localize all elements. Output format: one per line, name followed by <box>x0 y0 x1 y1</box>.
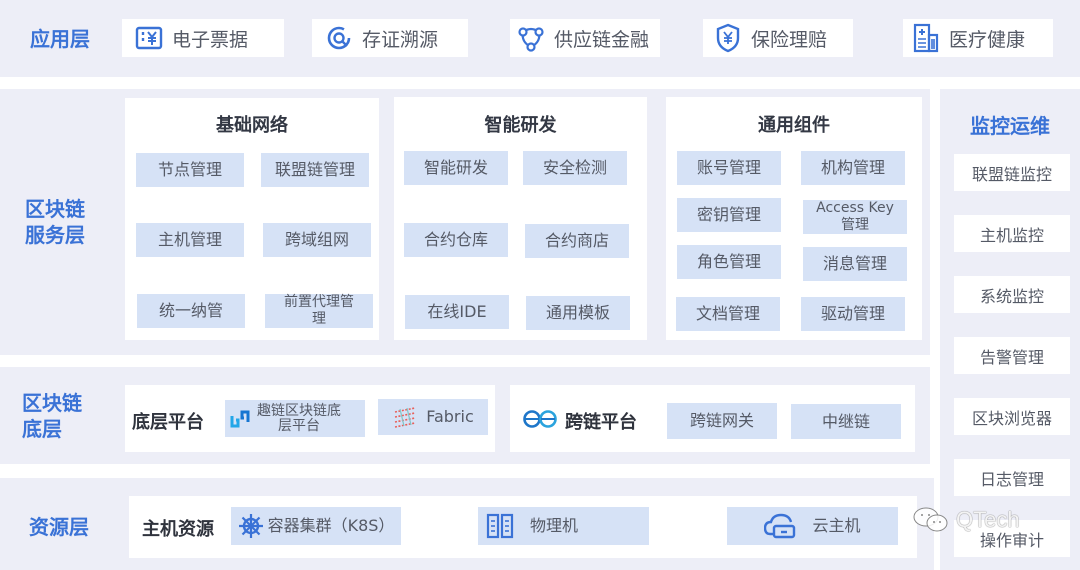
receipt-yen-icon <box>134 23 164 53</box>
tile-front-proxy-management[interactable]: 前置代理管理 <box>265 294 373 328</box>
hospital-building-icon <box>911 23 941 53</box>
resource-physical-machine[interactable]: 物理机 <box>478 507 649 545</box>
resource-layer-label: 资源层 <box>29 515 89 539</box>
tile-node-management[interactable]: 节点管理 <box>136 153 244 187</box>
tile-unified-management[interactable]: 统一纳管 <box>137 294 245 328</box>
group-title: 智能研发 <box>484 115 557 136</box>
app-card-supply-chain-finance[interactable]: 供应链金融 <box>510 19 660 57</box>
tile-relay-chain[interactable]: 中继链 <box>791 404 901 439</box>
tile-account-management[interactable]: 账号管理 <box>677 151 781 185</box>
resource-cloud-host[interactable]: 云主机 <box>727 507 898 545</box>
service-layer-label: 区块链 服务层 <box>25 197 85 247</box>
app-card-label: 供应链金融 <box>554 28 650 51</box>
tile-consortium-chain-management[interactable]: 联盟链管理 <box>261 153 369 187</box>
wechat-icon <box>912 505 950 535</box>
block-explorer[interactable]: 区块浏览器 <box>954 398 1070 435</box>
monitor-consortium-chain[interactable]: 联盟链监控 <box>954 154 1070 191</box>
app-card-evidence-trace[interactable]: 存证溯源 <box>312 19 468 57</box>
tile-organization-management[interactable]: 机构管理 <box>801 151 905 185</box>
app-card-label: 医疗健康 <box>949 28 1026 51</box>
tile-security-check[interactable]: 安全检测 <box>523 151 627 185</box>
tile-online-ide[interactable]: 在线IDE <box>405 295 509 329</box>
fabric-logo-icon <box>392 406 418 428</box>
tile-access-key-management[interactable]: Access Key 管理 <box>803 200 907 234</box>
network-nodes-icon <box>516 23 546 53</box>
tile-contract-repository[interactable]: 合约仓库 <box>404 223 508 257</box>
tile-document-management[interactable]: 文档管理 <box>676 297 780 331</box>
app-card-label: 保险理赔 <box>751 28 828 51</box>
log-management[interactable]: 日志管理 <box>954 459 1070 496</box>
app-card-label: 存证溯源 <box>362 28 439 51</box>
base-platform-label: 底层平台 <box>132 412 204 433</box>
tile-contract-store[interactable]: 合约商店 <box>525 224 629 258</box>
group-title: 基础网络 <box>216 115 288 136</box>
tile-host-management[interactable]: 主机管理 <box>136 223 244 257</box>
cross-chain-logo-icon <box>522 409 558 433</box>
platform-hyperchain[interactable]: 趣链区块链底 层平台 <box>225 400 365 437</box>
tile-driver-management[interactable]: 驱动管理 <box>801 297 905 331</box>
monitor-system[interactable]: 系统监控 <box>954 276 1070 313</box>
app-card-healthcare[interactable]: 医疗健康 <box>903 19 1053 57</box>
app-card-e-invoice[interactable]: 电子票据 <box>122 19 284 57</box>
server-rack-icon <box>486 513 514 539</box>
tile-smart-dev[interactable]: 智能研发 <box>404 151 508 185</box>
monitoring-title: 监控运维 <box>970 114 1050 138</box>
alert-management[interactable]: 告警管理 <box>954 337 1070 374</box>
platform-fabric[interactable]: Fabric <box>378 399 488 435</box>
group-title: 通用组件 <box>758 115 830 136</box>
host-resource-label: 主机资源 <box>142 519 214 540</box>
watermark: QTech <box>912 505 1020 535</box>
tile-common-templates[interactable]: 通用模板 <box>526 296 630 330</box>
shield-yen-icon <box>713 23 743 53</box>
tile-cross-chain-gateway[interactable]: 跨链网关 <box>667 403 777 439</box>
trace-circle-icon <box>324 23 354 53</box>
operation-audit[interactable]: 操作审计 <box>954 520 1070 557</box>
monitor-host[interactable]: 主机监控 <box>954 215 1070 252</box>
tile-key-management[interactable]: 密钥管理 <box>677 198 781 232</box>
tile-message-management[interactable]: 消息管理 <box>803 247 907 281</box>
base-layer-label: 区块链 底层 <box>22 391 82 441</box>
app-card-label: 电子票据 <box>172 28 249 51</box>
cross-chain-label: 跨链平台 <box>565 412 637 433</box>
app-layer-label: 应用层 <box>30 27 90 51</box>
resource-container-cluster[interactable]: 容器集群（K8S） <box>231 507 401 545</box>
tile-cross-domain-networking[interactable]: 跨域组网 <box>263 223 371 257</box>
hyperchain-logo-icon <box>229 408 251 430</box>
tile-role-management[interactable]: 角色管理 <box>677 245 781 279</box>
app-card-insurance-claims[interactable]: 保险理赔 <box>703 19 853 57</box>
cloud-host-icon <box>764 512 798 540</box>
kubernetes-helm-icon <box>238 513 264 539</box>
